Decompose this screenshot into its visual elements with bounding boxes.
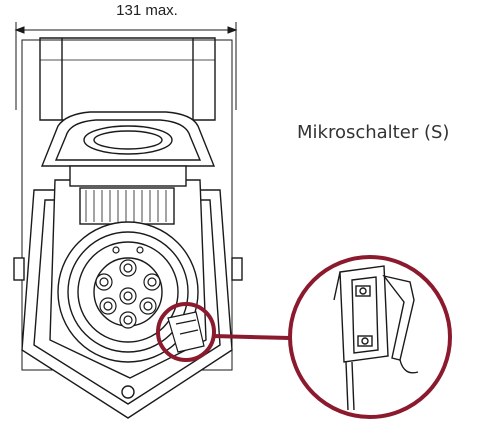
switch-highlight-small (156, 302, 216, 362)
micro-switch-detail (333, 265, 419, 411)
micro-switch-label: Mikroschalter (S) (297, 122, 450, 143)
dimension-line (14, 22, 238, 110)
charging-socket (57, 221, 199, 363)
dimension-label: 131 max. (116, 2, 178, 19)
micro-switch (167, 311, 205, 353)
hinged-lid (40, 111, 216, 225)
callout-connector (212, 334, 291, 340)
